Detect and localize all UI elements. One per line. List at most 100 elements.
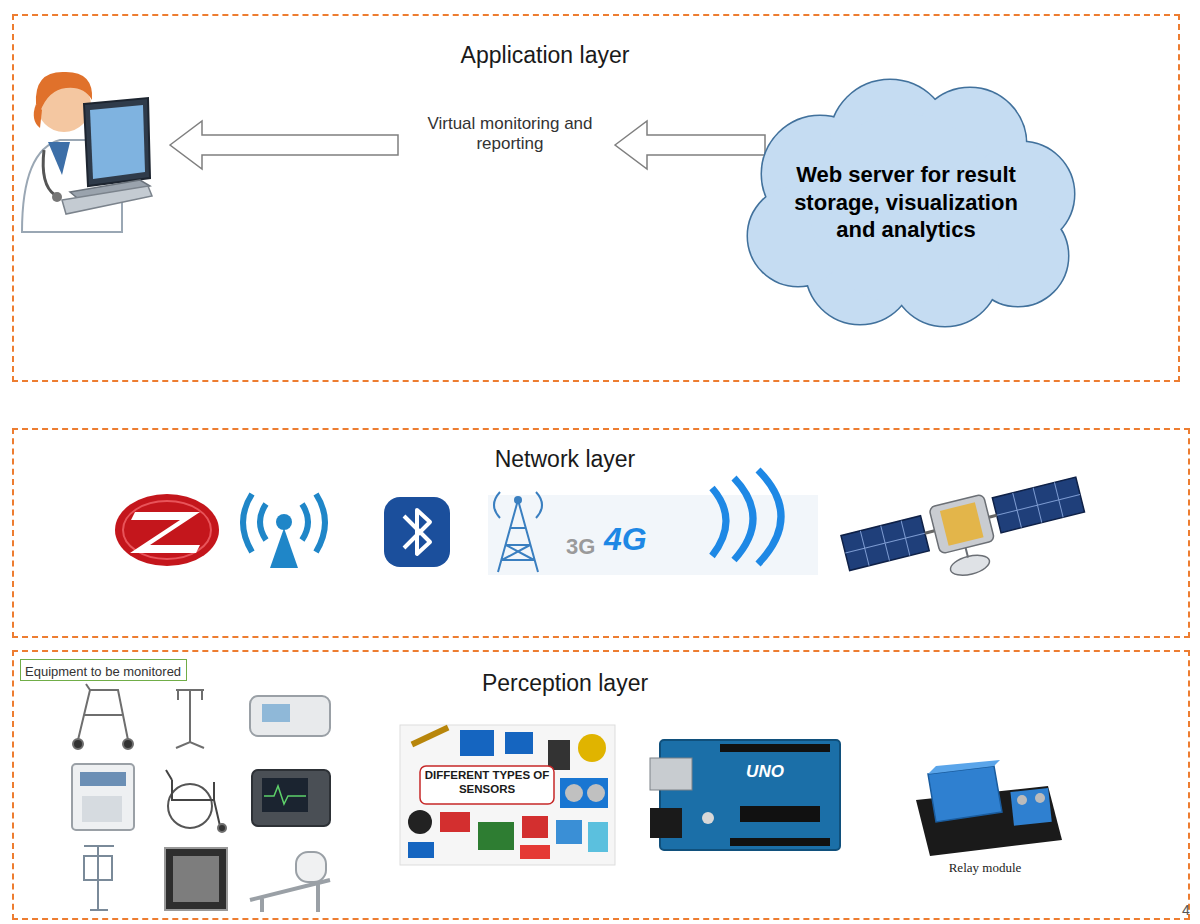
cell-tower-icon bbox=[734, 478, 753, 560]
equipment-pictures bbox=[296, 852, 326, 882]
sensors-picture bbox=[420, 766, 554, 804]
sensors-picture bbox=[548, 740, 570, 770]
arduino-board bbox=[650, 740, 840, 850]
laptop-icon bbox=[62, 186, 152, 214]
equipment-pictures bbox=[264, 786, 306, 804]
doctor-icon bbox=[48, 142, 70, 175]
sensors-picture bbox=[408, 810, 432, 834]
arrow-label: Virtual monitoring and reporting bbox=[400, 114, 620, 155]
cell-tower-icon bbox=[488, 495, 818, 575]
equipment-pictures bbox=[252, 770, 330, 826]
layer-title: Network layer bbox=[415, 446, 715, 474]
equipment-pictures bbox=[250, 696, 330, 736]
relay-module bbox=[1010, 788, 1051, 826]
wifi-tower-icon bbox=[243, 494, 325, 568]
cell-tower-icon bbox=[536, 492, 542, 518]
equipment-pictures bbox=[166, 770, 220, 826]
satellite-icon bbox=[992, 477, 1084, 533]
network-text: 3G bbox=[566, 534, 606, 560]
wifi-tower-icon bbox=[302, 504, 308, 540]
zigbee-icon bbox=[123, 501, 211, 559]
hollow-arrow bbox=[615, 121, 765, 169]
equipment-pictures bbox=[123, 739, 133, 749]
relay-module bbox=[1035, 793, 1045, 803]
arduino-board bbox=[740, 806, 820, 822]
cloud-text: Web server for result storage, visualiza… bbox=[786, 161, 1026, 244]
layer-band: Perception layer Equipment to be monitore… bbox=[12, 650, 1190, 920]
wifi-tower-icon bbox=[276, 514, 292, 530]
network-text: 4G bbox=[604, 520, 674, 558]
doctor-icon bbox=[34, 104, 42, 128]
wifi-tower-icon bbox=[260, 504, 266, 540]
equipment-pictures bbox=[78, 684, 128, 740]
sensors-picture bbox=[578, 734, 606, 762]
arduino-board bbox=[720, 744, 830, 752]
layer-title: Perception layer bbox=[415, 670, 715, 698]
sensors-picture bbox=[440, 812, 470, 832]
wifi-tower-icon bbox=[243, 494, 252, 552]
equipment-pictures bbox=[176, 690, 204, 748]
zigbee-icon bbox=[130, 512, 200, 553]
equipment-pictures bbox=[250, 880, 330, 912]
cell-tower-icon bbox=[712, 488, 726, 556]
bluetooth-icon bbox=[384, 497, 450, 567]
cell-tower-icon bbox=[494, 492, 500, 518]
satellite-icon bbox=[966, 548, 968, 558]
zigbee-icon bbox=[115, 494, 219, 566]
layer-band: Network layer bbox=[12, 428, 1190, 638]
page-number: 4 bbox=[1178, 902, 1194, 919]
relay-module bbox=[916, 760, 1062, 856]
sensors-picture bbox=[408, 842, 434, 858]
zigbee-icon bbox=[115, 494, 219, 566]
sensors-picture bbox=[520, 845, 550, 859]
satellite-icon bbox=[841, 516, 929, 571]
layer-band: Application layerWeb server for result s… bbox=[12, 14, 1180, 382]
sensors-picture bbox=[588, 822, 608, 852]
laptop-icon bbox=[84, 98, 150, 186]
sensors-picture bbox=[587, 784, 605, 802]
laptop-icon bbox=[90, 105, 145, 179]
satellite-icon bbox=[841, 516, 929, 571]
doctor-icon bbox=[52, 192, 62, 202]
part-name: Relay module bbox=[925, 860, 1045, 876]
bluetooth-icon bbox=[404, 510, 430, 554]
doctor-icon bbox=[43, 150, 55, 195]
wifi-tower-icon bbox=[270, 528, 298, 568]
satellite-icon bbox=[992, 477, 1084, 533]
equipment-tag: Equipment to be monitored bbox=[20, 659, 187, 681]
hollow-arrow bbox=[170, 121, 398, 169]
wifi-tower-icon bbox=[316, 494, 325, 552]
laptop-icon bbox=[62, 98, 152, 214]
board-text: UNO bbox=[730, 762, 800, 782]
cell-tower-icon bbox=[758, 470, 781, 564]
relay-module bbox=[1017, 795, 1027, 805]
sensors-picture bbox=[460, 730, 494, 756]
sensors-picture bbox=[560, 778, 608, 808]
satellite-icon bbox=[989, 515, 997, 517]
sensors-picture bbox=[556, 820, 582, 844]
sensors-picture bbox=[505, 732, 533, 754]
equipment-pictures bbox=[262, 704, 290, 722]
equipment-pictures bbox=[165, 848, 227, 910]
arduino-board bbox=[702, 812, 714, 824]
equipment-pictures bbox=[72, 684, 330, 912]
sensors-picture bbox=[565, 784, 583, 802]
equipment-pictures bbox=[72, 764, 134, 830]
equipment-pictures bbox=[82, 796, 122, 822]
tag-text: Equipment to be monitored bbox=[25, 664, 181, 680]
cloud-shape: Web server for result storage, visualiza… bbox=[730, 64, 1082, 332]
layer-title: Application layer bbox=[395, 42, 695, 70]
sensors-picture bbox=[400, 725, 615, 865]
satellite-icon bbox=[948, 552, 991, 579]
equipment-pictures bbox=[73, 739, 83, 749]
arduino-board bbox=[650, 808, 682, 838]
picture-caption: DIFFERENT TYPES OF SENSORS bbox=[424, 769, 550, 797]
equipment-pictures bbox=[80, 772, 126, 786]
satellite-icon bbox=[925, 531, 935, 533]
equipment-pictures bbox=[218, 824, 226, 832]
sensors-picture bbox=[400, 725, 615, 865]
cell-tower-icon bbox=[514, 496, 522, 504]
arduino-board bbox=[650, 758, 692, 790]
equipment-pictures bbox=[262, 778, 308, 812]
satellite-icon bbox=[929, 494, 995, 554]
